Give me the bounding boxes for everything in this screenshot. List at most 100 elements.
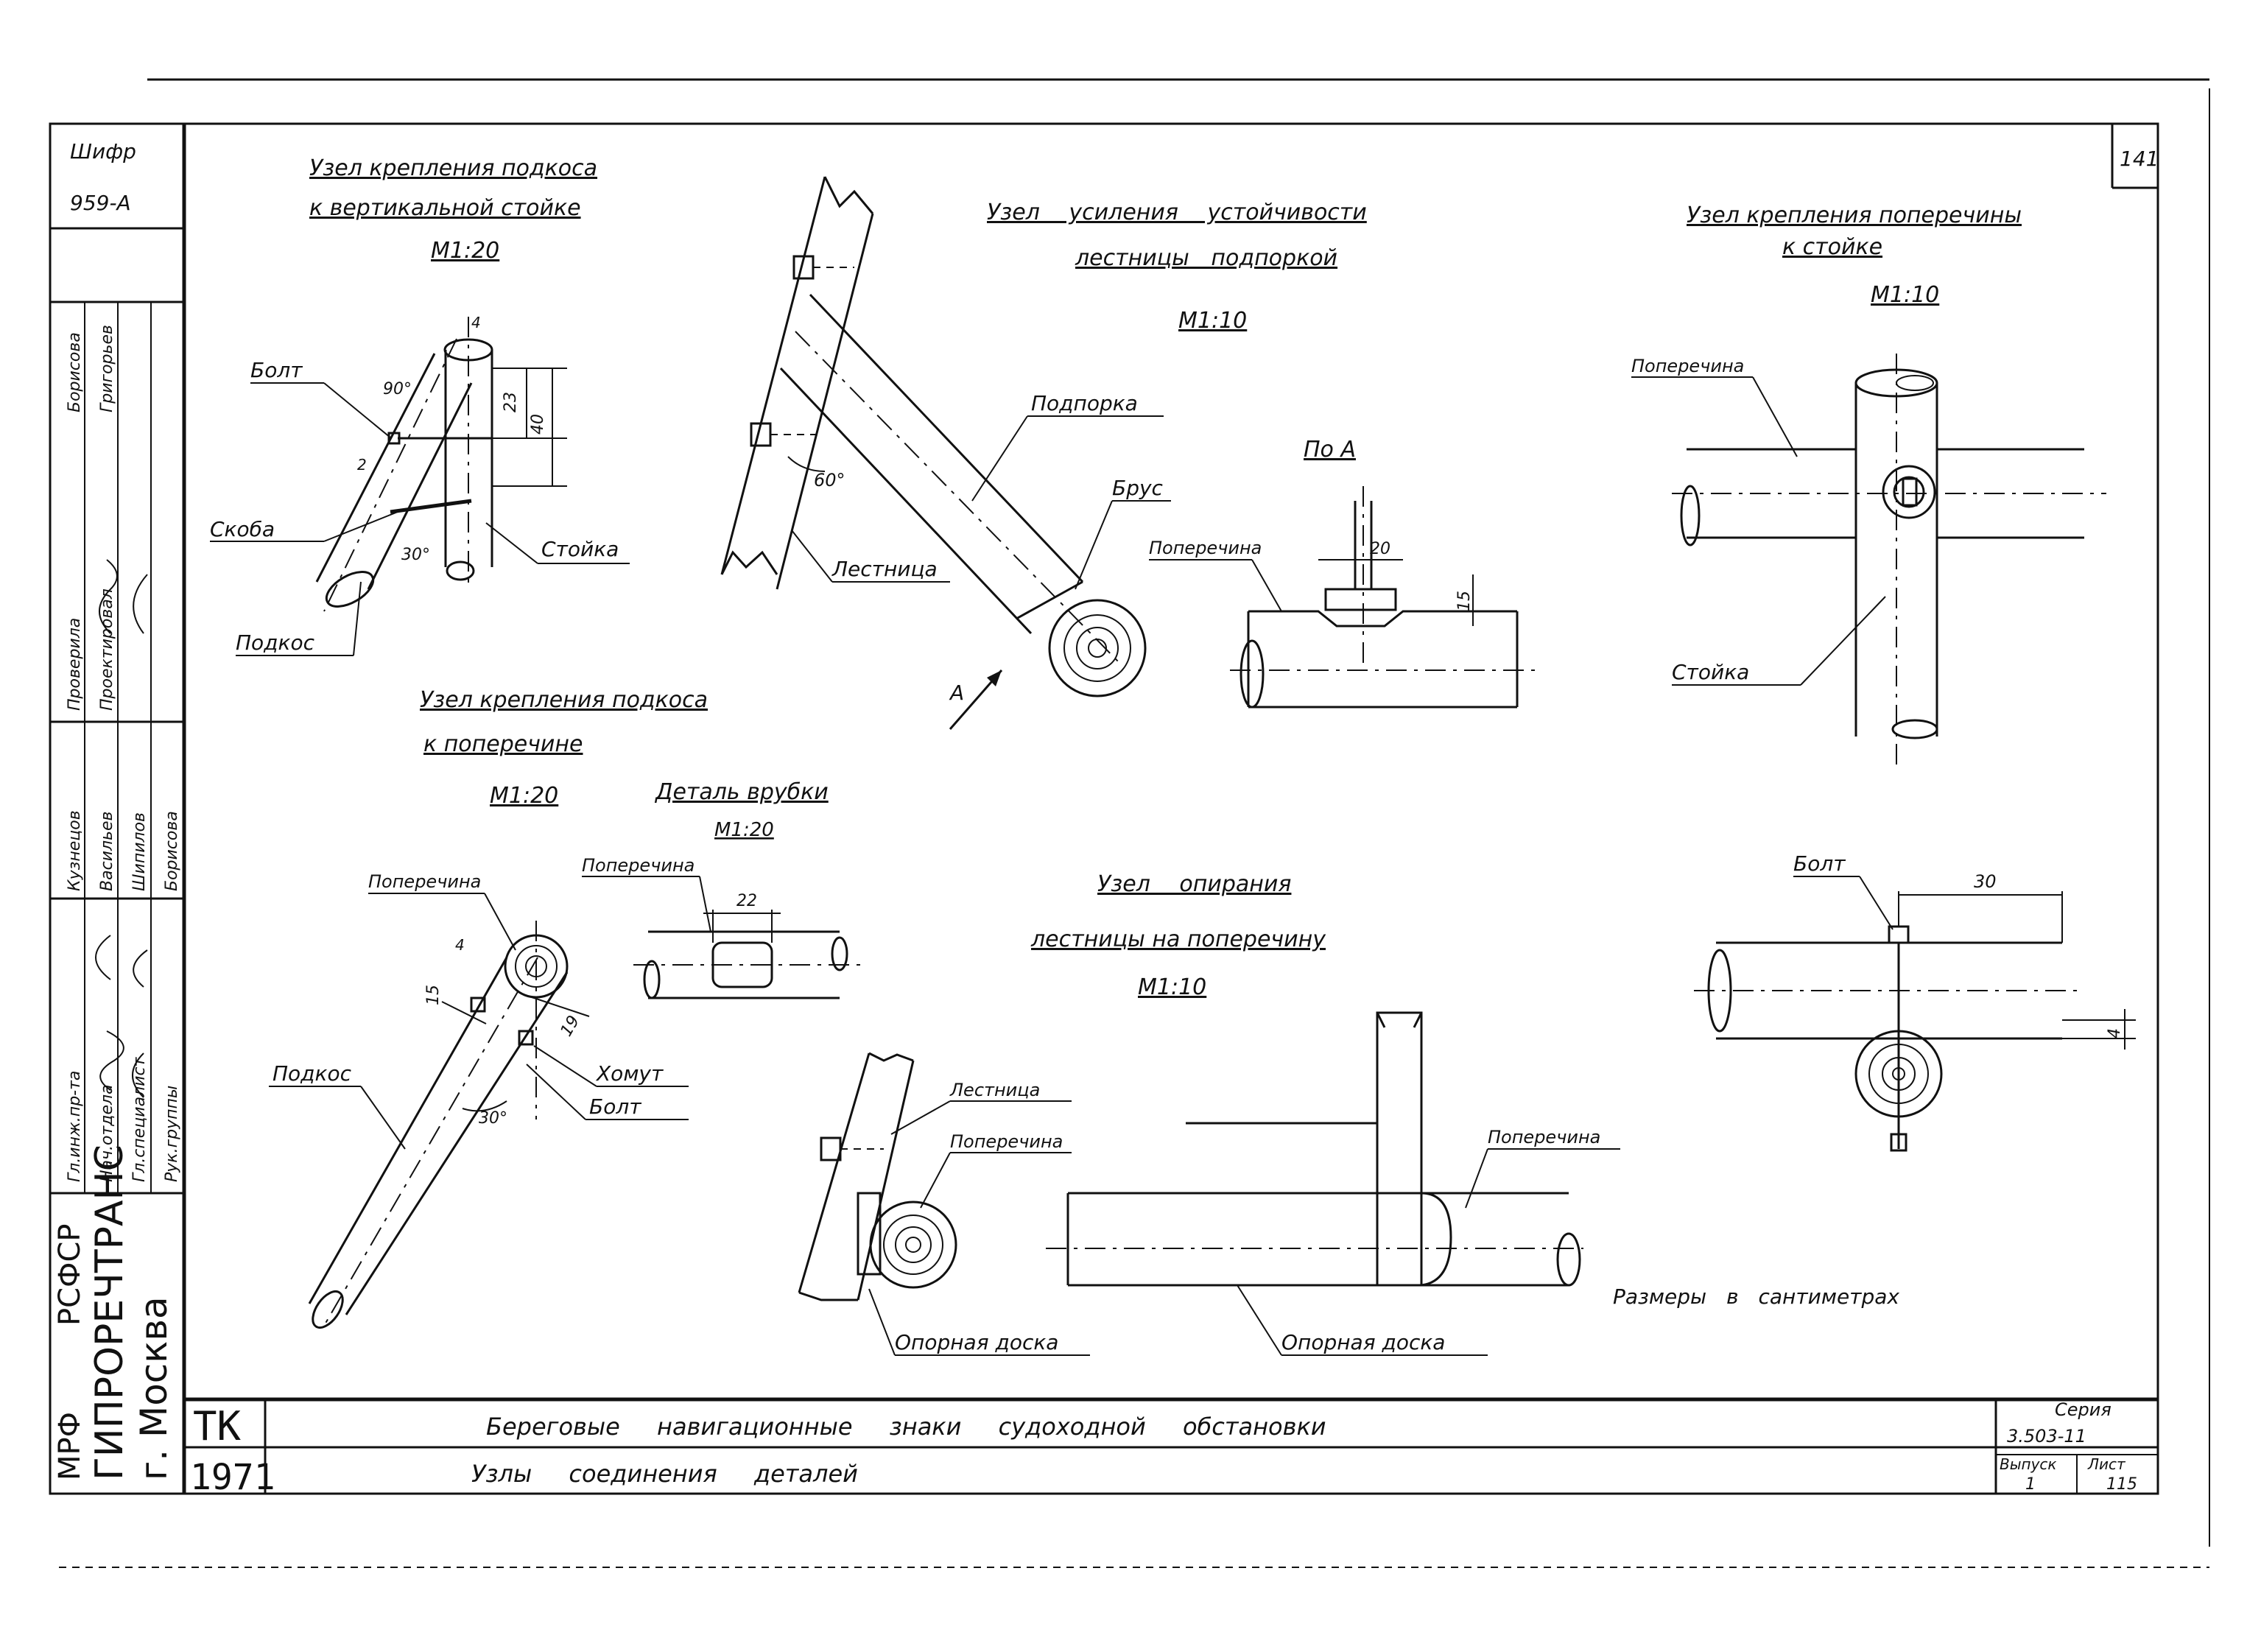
v1-angle-90: 90° xyxy=(383,380,412,398)
v3-label-crossbar: Поперечина xyxy=(1149,538,1262,558)
v3-dim-20: 20 xyxy=(1370,540,1390,558)
stamp-org-1: МРФ xyxy=(53,1412,87,1480)
v5-angle-30: 30° xyxy=(479,1109,507,1128)
stamp-org-3: ГИПРОРЕЧТРАНС xyxy=(88,1145,132,1480)
sheet-label: Лист xyxy=(2087,1455,2126,1473)
v2-label-beam: Брус xyxy=(1112,476,1164,500)
sheet-value: 115 xyxy=(2106,1475,2137,1494)
notched-crossbar xyxy=(633,930,862,999)
v1-label-bolt: Болт xyxy=(250,358,303,382)
series-label: Серия xyxy=(2055,1399,2111,1420)
v2-angle-60: 60° xyxy=(814,470,845,491)
v2-title-1: Узел усиления устойчивости xyxy=(987,200,1367,225)
year: 1971 xyxy=(190,1457,275,1498)
stamp-name-3: Шипилов xyxy=(130,812,149,891)
v1-dim-2: 2 xyxy=(357,456,367,474)
v1-angle-30: 30° xyxy=(401,546,430,564)
view-A: По А 20 15 Поперечина xyxy=(1149,437,1539,709)
v2-arrow-label: А xyxy=(949,681,964,705)
log-end-2 xyxy=(869,1201,957,1289)
v5-label-clamp: Хомут xyxy=(595,1061,664,1086)
view-ladder-support: Узел опирания лестницы на поперечину М1:… xyxy=(798,871,1620,1356)
v8-label-bolt: Болт xyxy=(1793,851,1846,876)
stamp-name-1: Кузнецов xyxy=(66,810,84,891)
stamp-city: г. Москва xyxy=(133,1296,175,1480)
issue-value: 1 xyxy=(2025,1475,2036,1494)
stamp-role-4: Рук.группы xyxy=(163,1086,181,1182)
v8-dim-4: 4 xyxy=(2106,1028,2124,1038)
stamp-name-2: Васильев xyxy=(98,812,116,892)
view-crossbar-to-post: Узел крепления поперечины к стойке М1:10… xyxy=(1631,203,2106,766)
view-notch-detail: Деталь врубки М1:20 22 Поперечина xyxy=(582,779,862,999)
view-strut-to-post: Узел крепления подкоса к вертикальной ст… xyxy=(210,155,630,656)
v7-label-crossbar-2: Поперечина xyxy=(1488,1127,1600,1147)
v7-label-ladder: Лестница xyxy=(949,1080,1040,1100)
side-stamp: Гл.инж.пр-та Нач.отдела Гл.специалист Ру… xyxy=(50,300,184,1480)
v5-dim-15: 15 xyxy=(424,985,443,1005)
v5-title-2: к поперечине xyxy=(423,731,583,757)
v4-label-post: Стойка xyxy=(1672,660,1749,684)
strut-diagonal xyxy=(308,957,569,1329)
v1-dim-4: 4 xyxy=(471,314,481,331)
v1-scale: М1:20 xyxy=(431,238,499,264)
cipher-box: Шифр 959-A xyxy=(50,139,184,230)
v5-label-bolt: Болт xyxy=(589,1094,641,1119)
v5-title-1: Узел крепления подкоса xyxy=(420,687,708,713)
title-line-2: Узлы соединения деталей xyxy=(471,1460,858,1488)
title-block: ТК 1971 Береговые навигационные знаки су… xyxy=(184,1397,2158,1498)
crossbar-front xyxy=(1046,1011,1583,1287)
v7-scale: М1:10 xyxy=(1138,974,1206,1000)
v1-title-2: к вертикальной стойке xyxy=(309,195,581,221)
v5-dim-19: 19 xyxy=(558,1013,584,1040)
cipher-label: Шифр xyxy=(70,139,136,164)
v4-title-2: к стойке xyxy=(1782,234,1882,260)
tk-code: ТК xyxy=(193,1403,242,1449)
v3-dim-15: 15 xyxy=(1455,591,1474,611)
post-vertical xyxy=(1854,354,1938,766)
v6-title: Деталь врубки xyxy=(654,779,829,805)
v1-label-strut: Подкос xyxy=(236,630,315,655)
v1-dim-23: 23 xyxy=(502,392,520,412)
v1-dim-40: 40 xyxy=(529,414,547,435)
stamp-name2-1: Борисова xyxy=(66,332,84,412)
stamp-role-1: Гл.инж.пр-та xyxy=(66,1071,84,1182)
stamp-name-4: Борисова xyxy=(163,811,181,891)
v2-label-prop: Подпорка xyxy=(1031,391,1138,415)
v8-dim-30: 30 xyxy=(1974,871,1997,892)
v4-scale: М1:10 xyxy=(1871,282,1939,308)
v6-label-crossbar: Поперечина xyxy=(582,855,695,876)
log-end-1 xyxy=(1048,599,1147,697)
title-line-1: Береговые навигационные знаки судоходной… xyxy=(486,1413,1326,1441)
v2-title-2: лестницы подпоркой xyxy=(1075,245,1337,271)
v7-title-1: Узел опирания xyxy=(1097,871,1291,897)
stamp-role2-1: Проверила xyxy=(66,618,84,711)
crossbar-shape xyxy=(1230,486,1539,709)
post-shape xyxy=(443,317,493,589)
v5-dim-4: 4 xyxy=(455,936,465,954)
issue-label: Выпуск xyxy=(2000,1455,2057,1473)
view-ladder-prop: Узел усиления устойчивости лестницы подп… xyxy=(720,176,1367,730)
stamp-role-2: Нач.отдела xyxy=(98,1084,116,1182)
v2-scale: М1:10 xyxy=(1178,308,1247,334)
v6-dim-22: 22 xyxy=(736,892,757,910)
sheet-number: 141 xyxy=(2120,147,2159,171)
v4-label-crossbar: Поперечина xyxy=(1631,356,1744,376)
v1-label-bracket: Скоба xyxy=(210,517,275,541)
crossbar-right xyxy=(1694,941,2084,1040)
crossbar-end xyxy=(504,921,569,1120)
v3-title: По А xyxy=(1304,437,1356,463)
drawing-frame xyxy=(49,78,2210,1568)
v7-title-2: лестницы на поперечину xyxy=(1030,927,1326,952)
ladder-shape xyxy=(720,176,874,590)
cipher-value: 959-A xyxy=(70,191,131,215)
prop-shape xyxy=(779,293,1120,664)
v2-label-ladder: Лестница xyxy=(831,557,938,581)
stamp-org-2: РСФСР xyxy=(53,1223,87,1326)
v5-label-strut: Подкос xyxy=(272,1061,352,1086)
signature-marks xyxy=(95,559,148,1098)
series-value: 3.503-11 xyxy=(2007,1426,2086,1447)
v7-label-crossbar: Поперечина xyxy=(950,1131,1063,1152)
v7-label-board: Опорная доска xyxy=(895,1330,1058,1354)
stamp-name2-2: Григорьев xyxy=(98,325,116,412)
